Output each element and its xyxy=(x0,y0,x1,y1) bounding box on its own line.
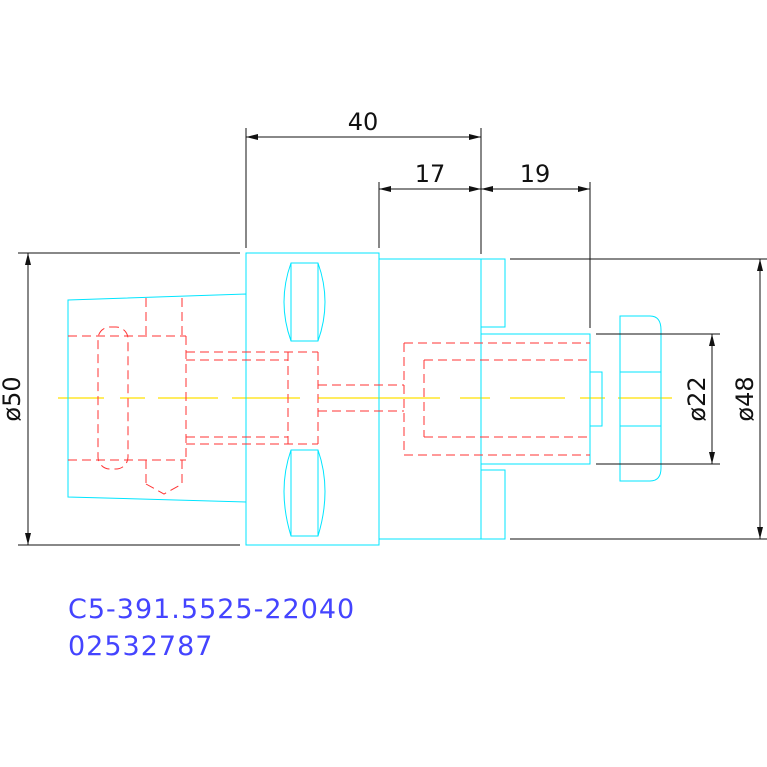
hidden-lines xyxy=(68,298,590,495)
dim-text-d22: ø22 xyxy=(683,376,711,421)
part-outline xyxy=(67,252,662,546)
key-tab-bottom xyxy=(480,469,506,540)
key-tab-top xyxy=(480,258,506,328)
spigot-outline xyxy=(480,333,591,465)
dim-text-40: 40 xyxy=(348,108,379,136)
dim-text-d50: ø50 xyxy=(0,376,26,421)
drive-slot-top xyxy=(283,262,326,342)
dimensions xyxy=(18,128,767,546)
part-number: C5-391.5525-22040 xyxy=(68,594,355,625)
order-number: 02532787 xyxy=(68,631,213,662)
nut-outline xyxy=(619,315,662,482)
dim-text-17: 17 xyxy=(415,160,446,188)
dim-text-d48: ø48 xyxy=(731,376,759,421)
body-outline xyxy=(378,258,482,540)
dim-text-19: 19 xyxy=(520,160,551,188)
flange-outline xyxy=(245,252,380,546)
collar-outline xyxy=(589,371,603,427)
drive-slot-bottom xyxy=(283,449,326,537)
